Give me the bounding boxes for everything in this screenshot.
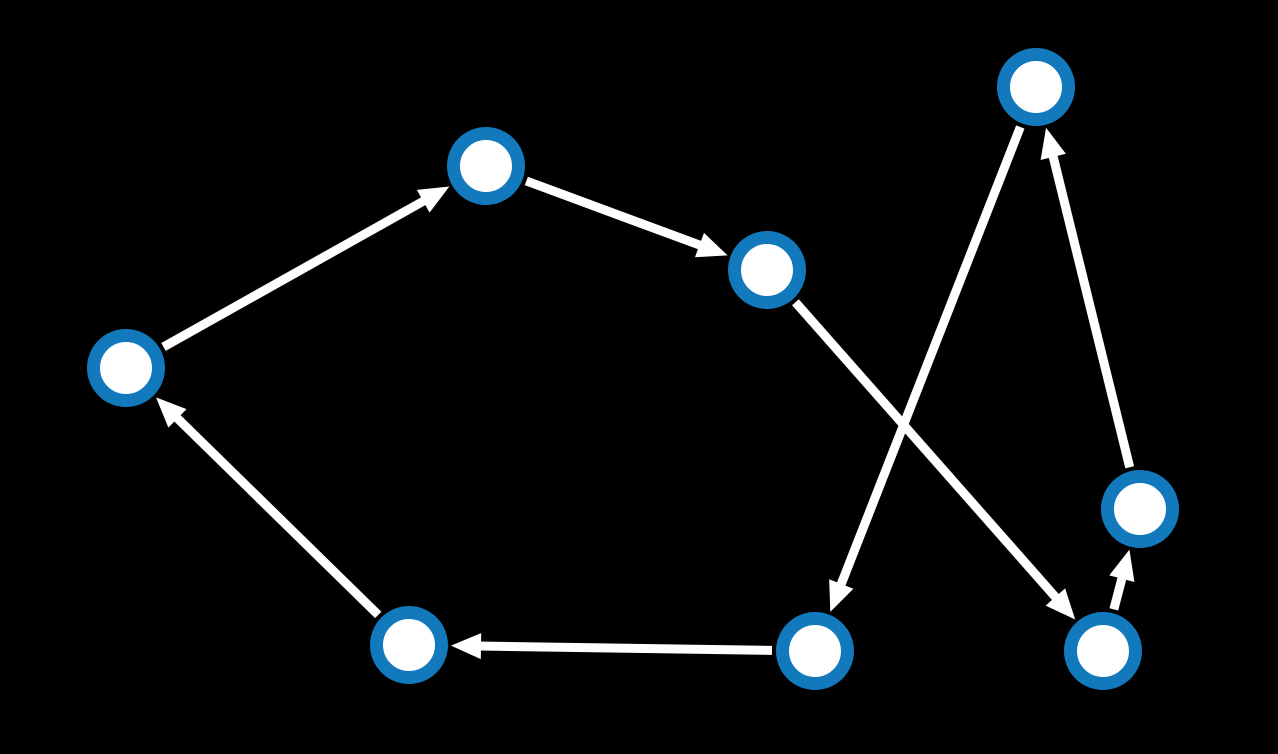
graph-arrowhead-n4-to-n6 [829, 579, 854, 612]
graph-edge-n5-to-n4 [1048, 153, 1135, 469]
graph-arrowhead-n1-to-n2 [416, 186, 450, 213]
graph-edge-n1-to-n2 [161, 196, 428, 351]
graph-arrowhead-n5-to-n4 [1040, 127, 1066, 161]
node-circle-icon [370, 606, 448, 684]
graph-node-n4[interactable] [997, 48, 1075, 126]
node-circle-icon [1064, 612, 1142, 690]
graph-node-n3[interactable] [728, 231, 806, 309]
node-layer [87, 48, 1179, 690]
edge-layer [156, 125, 1135, 660]
graph-edge-n4-to-n6 [836, 125, 1025, 588]
graph-arrowhead-n6-to-n7 [450, 633, 482, 660]
graph-arrowhead-n3-to-n8 [1045, 588, 1076, 620]
node-circle-icon [447, 127, 525, 205]
node-circle-icon [1101, 470, 1179, 548]
graph-node-n6[interactable] [776, 612, 854, 690]
graph-node-n2[interactable] [447, 127, 525, 205]
graph-node-n7[interactable] [370, 606, 448, 684]
graph-edge-n3-to-n8 [792, 299, 1061, 602]
graph-arrowhead-n7-to-n1 [156, 397, 187, 428]
graph-edge-n8-to-n5 [1109, 575, 1127, 611]
node-circle-icon [997, 48, 1075, 126]
node-circle-icon [776, 612, 854, 690]
graph-edge-n6-to-n7 [478, 641, 773, 655]
graph-node-n8[interactable] [1064, 612, 1142, 690]
graph-edge-n7-to-n1 [172, 413, 382, 619]
graph-edge-n2-to-n3 [524, 176, 703, 250]
graph-arrowhead-n2-to-n3 [694, 232, 728, 258]
graph-arrowhead-n8-to-n5 [1109, 549, 1135, 582]
node-circle-icon [87, 329, 165, 407]
graph-node-n5[interactable] [1101, 470, 1179, 548]
graph-node-n1[interactable] [87, 329, 165, 407]
node-circle-icon [728, 231, 806, 309]
